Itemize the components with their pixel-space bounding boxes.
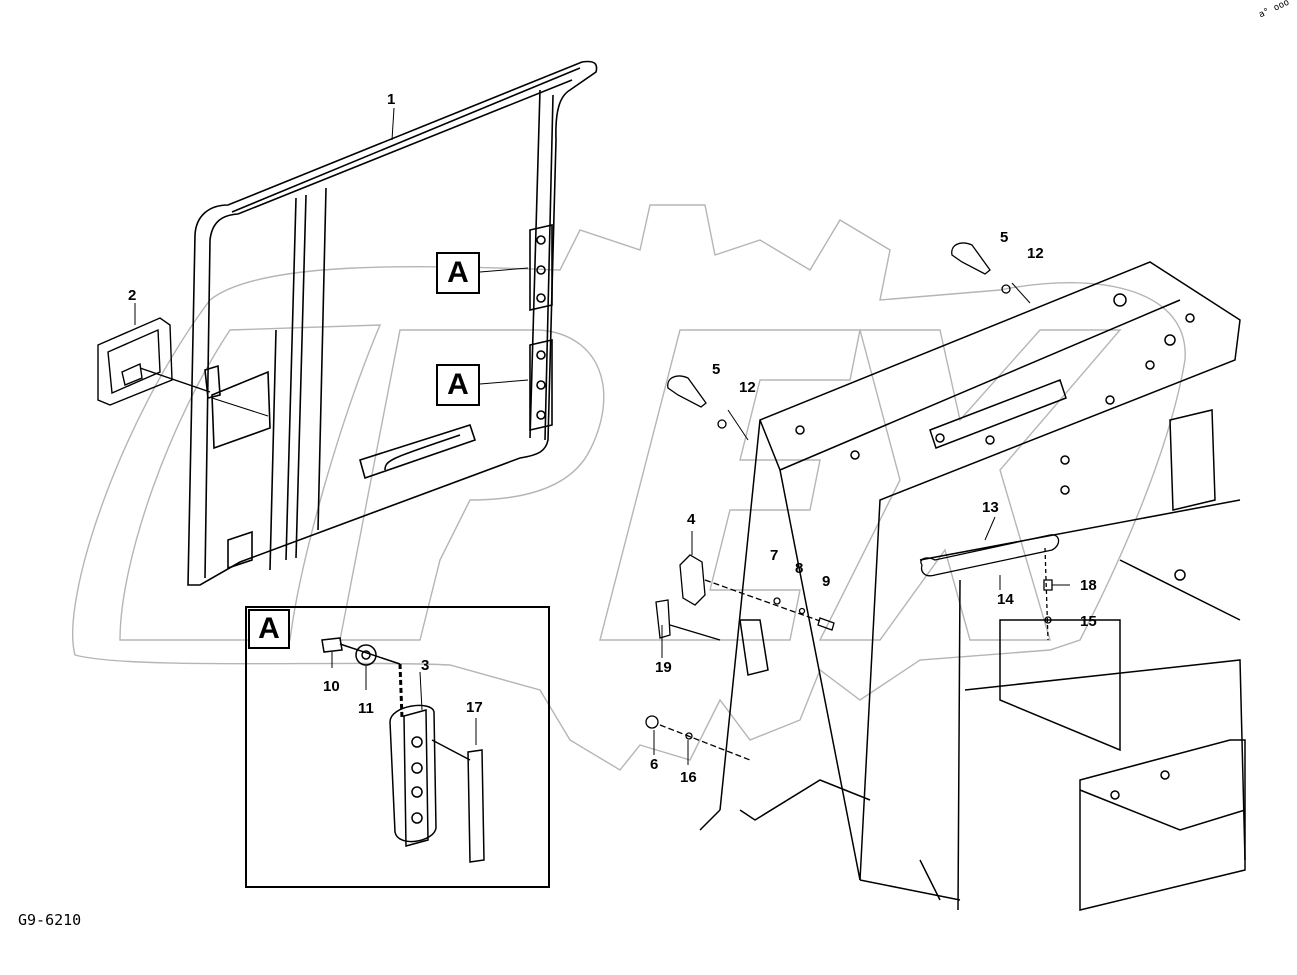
callout-8: 8 <box>795 560 804 577</box>
callout-12b: 12 <box>739 379 756 396</box>
cab-rear-panel <box>187 60 598 586</box>
callout-12a: 12 <box>1027 245 1044 262</box>
callout-9: 9 <box>822 573 831 590</box>
drawing-id: G9-6210 <box>18 911 82 929</box>
leader-lines <box>134 107 1070 765</box>
callout-10: 10 <box>323 678 340 695</box>
callout-18: 18 <box>1080 577 1097 594</box>
callout-5b: 5 <box>712 361 721 378</box>
callout-16: 16 <box>680 769 697 786</box>
callout-15: 15 <box>1080 613 1097 630</box>
callout-13: 13 <box>982 499 999 516</box>
cab-frame-structure <box>699 261 1246 911</box>
callout-5a: 5 <box>1000 229 1009 246</box>
detail-view-a-label: A <box>248 609 290 649</box>
hardware-parts <box>645 242 1060 761</box>
callout-6: 6 <box>650 756 659 773</box>
view-a-marker-lower: A <box>436 364 480 406</box>
callout-19: 19 <box>655 659 672 676</box>
callout-11: 11 <box>358 700 374 717</box>
latch-part <box>97 317 211 406</box>
callout-2: 2 <box>128 287 137 304</box>
view-a-marker-upper: A <box>436 252 480 294</box>
callout-14: 14 <box>997 591 1014 608</box>
callout-3: 3 <box>421 657 430 674</box>
callout-17: 17 <box>466 699 483 716</box>
callout-1: 1 <box>387 91 396 108</box>
callout-7: 7 <box>770 547 779 564</box>
detail-view-a <box>245 606 550 888</box>
callout-4: 4 <box>687 511 696 528</box>
